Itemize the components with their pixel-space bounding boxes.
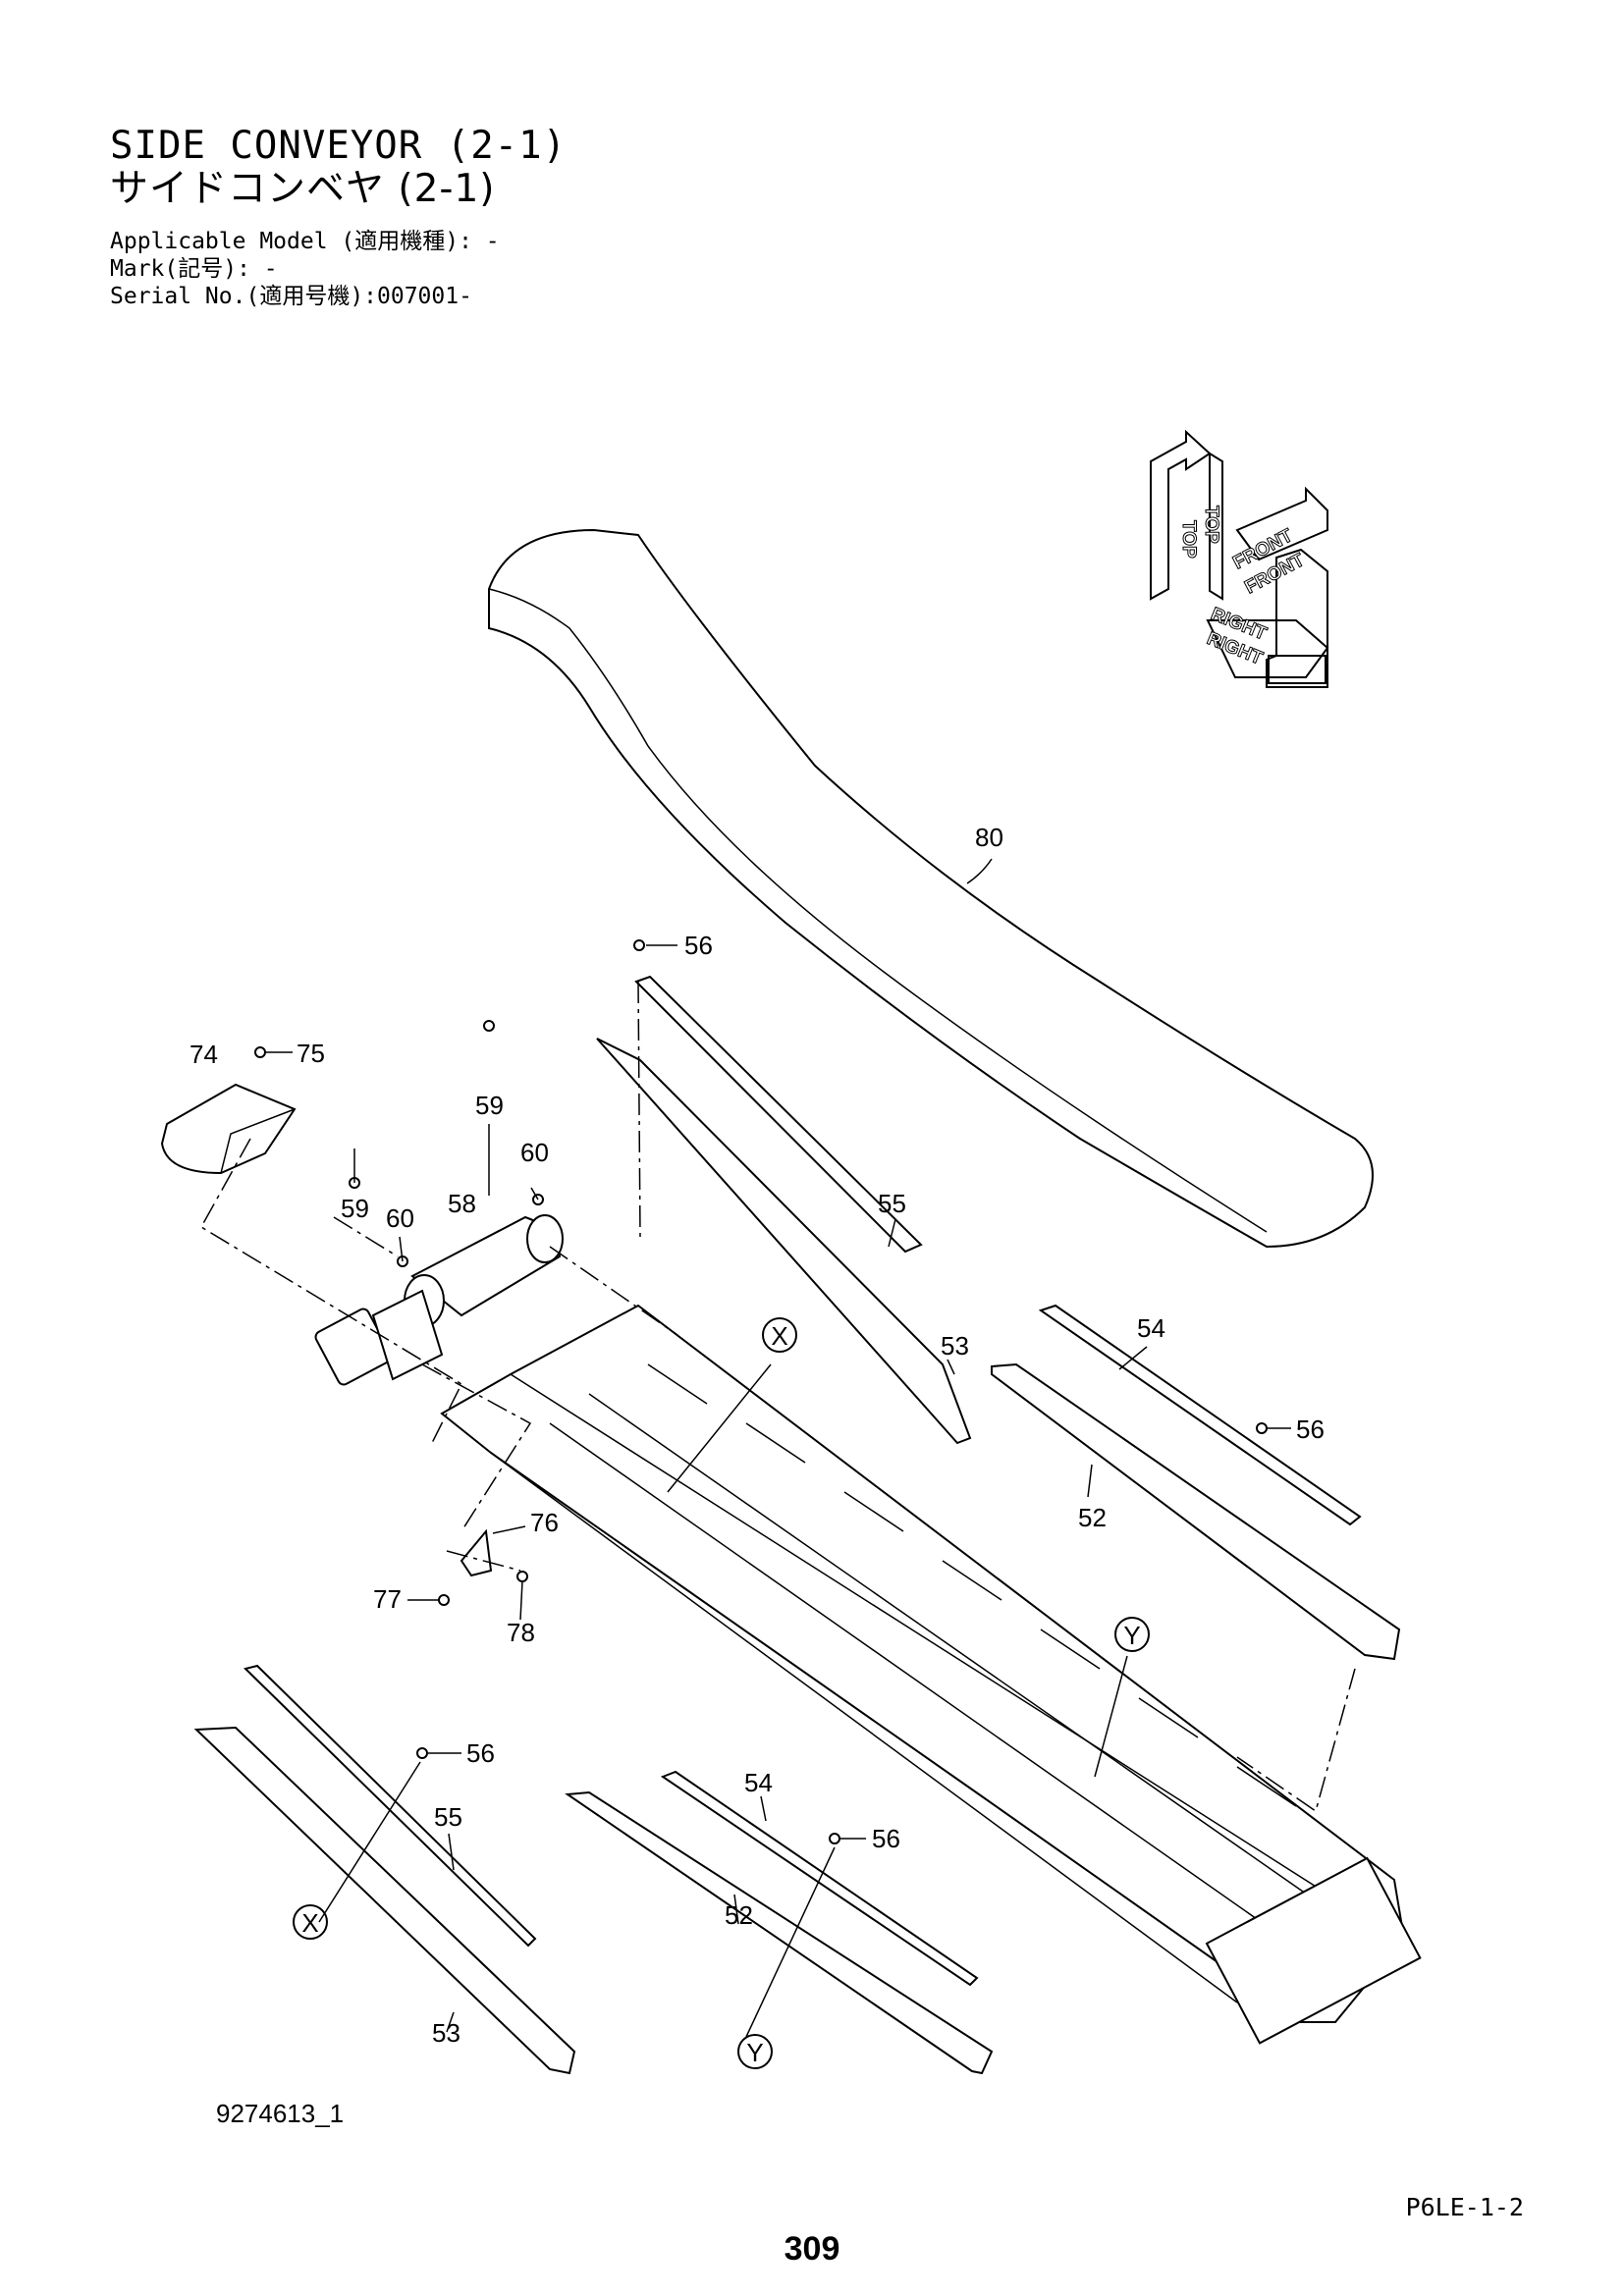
reference-x-label: X xyxy=(771,1321,787,1351)
page-number: 309 xyxy=(784,2230,840,2268)
callout-78: 78 xyxy=(507,1618,535,1647)
drive-drum xyxy=(314,1214,564,1386)
callout-77: 77 xyxy=(373,1584,402,1614)
page-title: SIDE CONVEYOR (2-1) xyxy=(110,124,568,168)
callout-59: 59 xyxy=(341,1194,369,1223)
callout-55: 55 xyxy=(878,1189,906,1218)
callout-52: 52 xyxy=(1078,1503,1107,1532)
callout-56: 56 xyxy=(872,1824,900,1853)
orientation-top-label: TOP xyxy=(1178,520,1199,559)
callout-54: 54 xyxy=(1137,1313,1165,1343)
callout-56: 56 xyxy=(466,1738,495,1768)
drum-cover xyxy=(160,1083,297,1175)
callout-58: 58 xyxy=(448,1189,476,1218)
illustration-number: 9274613_1 xyxy=(216,2099,345,2128)
callout-56: 56 xyxy=(684,931,713,960)
bottom-middle-strips xyxy=(565,1770,994,2075)
orientation-indicator: TOP TOP FRONT FRONT RIGHT RIGHT xyxy=(1150,429,1329,688)
reference-y-label: Y xyxy=(1123,1621,1140,1650)
top-strips xyxy=(596,975,1401,1661)
orientation-top-label-2: TOP xyxy=(1201,506,1221,544)
bottom-left-strips xyxy=(193,1664,576,2075)
reference-x-circle xyxy=(762,1317,797,1353)
mark-field: Mark(記号): - xyxy=(110,256,278,282)
assembly-lines xyxy=(199,981,1356,1813)
callout-56: 56 xyxy=(1296,1415,1325,1444)
applicable-model: Applicable Model (適用機種): - xyxy=(110,229,500,254)
bracket xyxy=(438,1528,528,1606)
page-title-japanese: サイドコンベヤ (2-1) xyxy=(110,167,496,211)
leader-lines xyxy=(265,858,1291,2038)
conveyor-frame xyxy=(440,1304,1422,2045)
reference-y-circle xyxy=(1114,1617,1150,1652)
callout-80: 80 xyxy=(975,823,1003,852)
reference-x-circle-2 xyxy=(293,1904,328,1940)
callout-76: 76 xyxy=(530,1508,559,1537)
serial-number: Serial No.(適用号機):007001- xyxy=(110,284,472,309)
callout-74: 74 xyxy=(189,1040,218,1069)
callout-59: 59 xyxy=(475,1091,504,1120)
section-code: P6LE-1-2 xyxy=(1405,2193,1524,2221)
callout-labels: 80 56 74 75 59 60 59 60 58 55 53 54 56 5… xyxy=(189,823,1325,2048)
conveyor-belt xyxy=(488,528,1374,1249)
reference-y-circle-2 xyxy=(737,2034,773,2069)
callout-55: 55 xyxy=(434,1802,462,1832)
callout-54: 54 xyxy=(744,1768,773,1797)
callout-53: 53 xyxy=(941,1331,969,1361)
callout-60: 60 xyxy=(520,1138,549,1167)
callout-52: 52 xyxy=(725,1900,753,1930)
reference-y-label-2: Y xyxy=(746,2038,763,2067)
callout-60: 60 xyxy=(386,1203,414,1233)
reference-x-label-2: X xyxy=(301,1908,318,1938)
callout-53: 53 xyxy=(432,2018,460,2048)
callout-75: 75 xyxy=(297,1039,325,1068)
reference-markers: X Y X Y xyxy=(293,1317,1150,2069)
